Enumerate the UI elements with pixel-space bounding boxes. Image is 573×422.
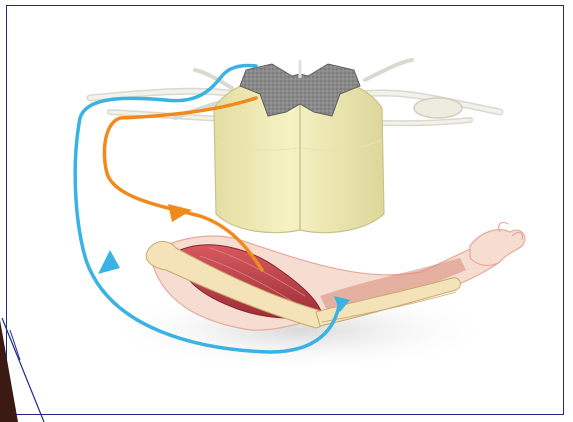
corner-decoration	[0, 318, 44, 422]
spinal-cord	[214, 60, 384, 233]
sensory-arrow-icon	[98, 250, 120, 274]
hand	[470, 230, 525, 266]
